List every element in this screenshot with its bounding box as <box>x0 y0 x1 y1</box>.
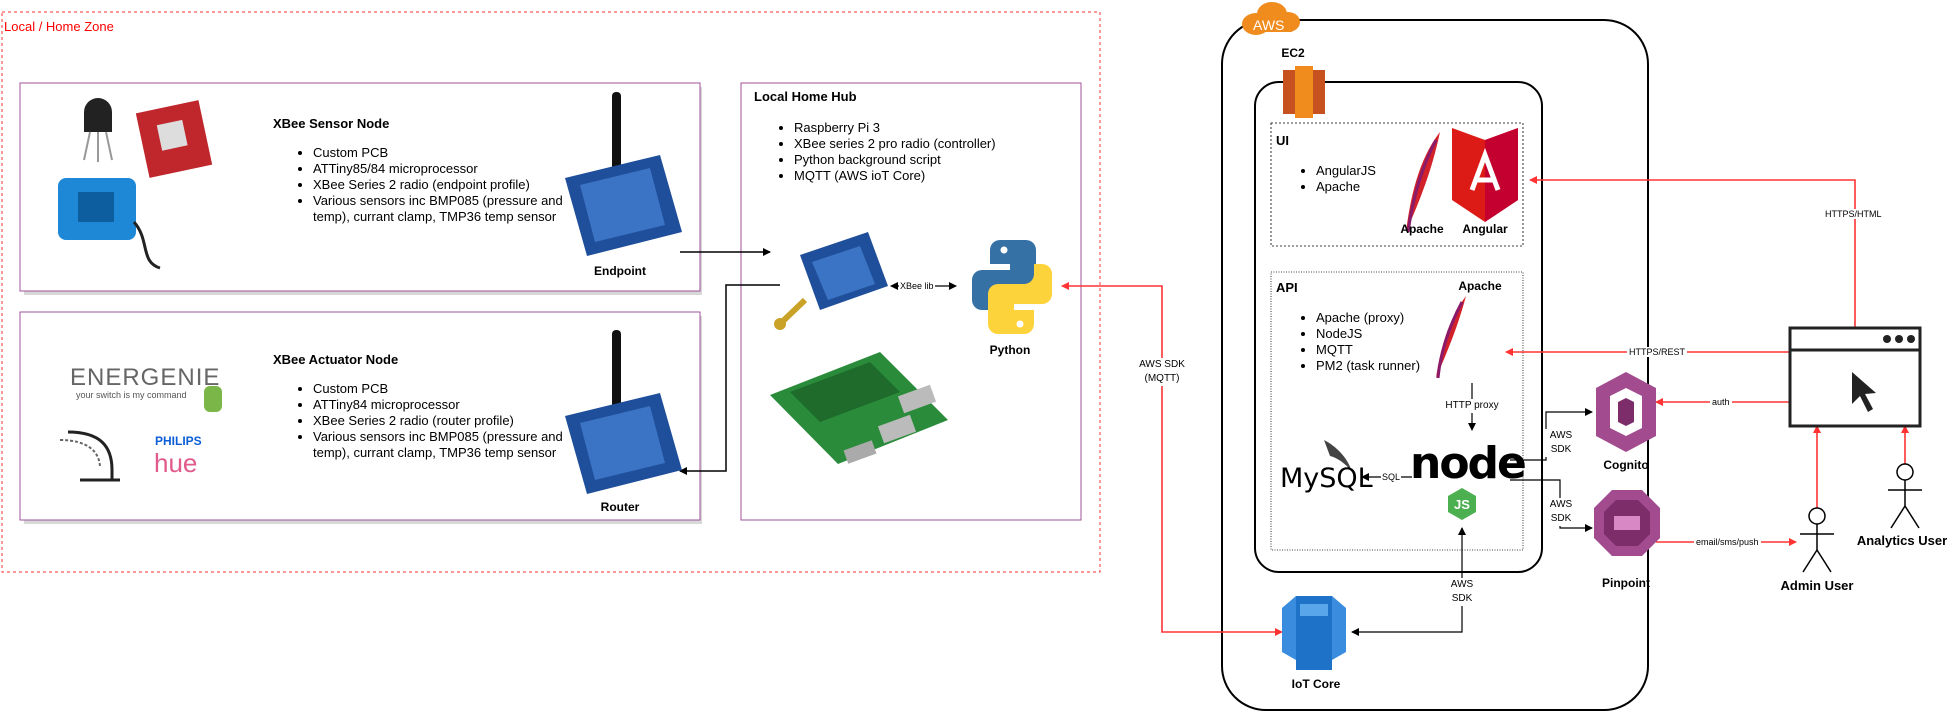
iot-core-icon <box>1282 596 1346 670</box>
angular-logo-icon <box>1452 128 1518 222</box>
actuator-node-item: XBee Series 2 radio (router profile) <box>313 413 583 429</box>
aws-cloud-icon <box>1242 2 1300 35</box>
ui-list: AngularJS Apache <box>1298 163 1426 195</box>
aws-sdk-cognito-line2: SDK <box>1550 444 1572 455</box>
hub-to-router-arrow <box>679 284 780 475</box>
https-html-arrow <box>1529 176 1856 328</box>
https-html-label: HTTPS/HTML <box>1823 209 1884 219</box>
node-iot-arrow <box>1351 527 1466 636</box>
api-item: PM2 (task runner) <box>1316 358 1466 374</box>
bmp085-board-icon <box>135 100 213 178</box>
sensor-node-item: Custom PCB <box>313 145 583 161</box>
aws-sdk-iot-line1: AWS <box>1450 579 1474 590</box>
browser-window-icon <box>1788 326 1922 428</box>
actuator-node-item: Various sensors inc BMP085 (pressure and… <box>313 429 583 461</box>
api-list: Apache (proxy) NodeJS MQTT PM2 (task run… <box>1298 310 1466 374</box>
api-apache-label: Apache <box>1458 279 1502 293</box>
auth-label: auth <box>1710 397 1732 407</box>
api-item: Apache (proxy) <box>1316 310 1466 326</box>
ui-item: AngularJS <box>1316 163 1426 179</box>
pinpoint-icon <box>1594 490 1660 556</box>
ui-box <box>1270 122 1524 247</box>
philips-logo: PHILIPS <box>155 434 202 448</box>
aws-sdk-pinpoint-label: AWS SDK <box>1544 498 1578 526</box>
ui-title: UI <box>1276 133 1289 148</box>
http-proxy-label: HTTP proxy <box>1440 399 1504 413</box>
ec2-icon <box>1283 66 1325 118</box>
apache-feather-ui-icon <box>1406 132 1440 233</box>
actuator-node-list: Custom PCB ATTiny84 microprocessor XBee … <box>295 381 583 461</box>
aws-sdk-pinpoint-line1: AWS <box>1549 499 1573 510</box>
xbee-router-radio-icon <box>565 330 682 494</box>
router-label: Router <box>600 500 640 514</box>
api-item: MQTT <box>1316 342 1466 358</box>
aws-sdk-mqtt-label: AWS SDK (MQTT) <box>1130 358 1194 386</box>
hub-item: Python background script <box>794 152 1084 168</box>
actuator-node-item: ATTiny84 microprocessor <box>313 397 583 413</box>
mysql-logo-text: MySQL <box>1280 463 1373 494</box>
ui-apache-label: Apache <box>1400 222 1444 236</box>
pinpoint-label: Pinpoint <box>1602 576 1650 590</box>
actuator-node-title: XBee Actuator Node <box>273 352 399 367</box>
ec2-label: EC2 <box>1281 46 1305 60</box>
sql-label: SQL <box>1381 472 1402 482</box>
aws-sdk-mqtt-line2: (MQTT) <box>1144 373 1180 384</box>
cognito-icon <box>1596 372 1656 452</box>
sensor-node-list: Custom PCB ATTiny85/84 microprocessor XB… <box>295 145 583 225</box>
iot-core-label: IoT Core <box>1291 677 1341 691</box>
python-label: Python <box>989 343 1031 357</box>
api-title: API <box>1276 280 1298 295</box>
xbee-pro-radio-icon <box>774 232 888 330</box>
aws-badge-label: AWS <box>1253 17 1285 33</box>
aws-sdk-cognito-line1: AWS <box>1549 430 1573 441</box>
endpoint-label: Endpoint <box>594 264 646 278</box>
hub-item: Raspberry Pi 3 <box>794 120 1084 136</box>
ui-item: Apache <box>1316 179 1426 195</box>
aws-sdk-iot-line2: SDK <box>1451 593 1473 604</box>
sensor-node-item: XBee Series 2 radio (endpoint profile) <box>313 177 583 193</box>
current-clamp-icon <box>58 178 161 270</box>
aws-sdk-mqtt-line1: AWS SDK <box>1139 359 1185 370</box>
https-rest-label: HTTPS/REST <box>1627 347 1688 357</box>
sensor-node-item: ATTiny85/84 microprocessor <box>313 161 583 177</box>
admin-user-label: Admin User <box>1780 578 1854 593</box>
energenie-tagline: your switch is my command <box>76 390 187 400</box>
energenie-logo: ENERGENIE <box>70 364 221 391</box>
hue-logo: hue <box>154 448 198 478</box>
email-sms-push-label: email/sms/push <box>1694 537 1761 547</box>
aws-sdk-cognito-label: AWS SDK <box>1544 429 1578 457</box>
aws-sdk-iot-label: AWS SDK <box>1446 578 1478 606</box>
tmp36-sensor-icon <box>83 98 113 162</box>
xbee-lib-label: XBee lib <box>899 281 935 291</box>
nodejs-logo-text: node <box>1410 438 1527 489</box>
local-zone-label: Local / Home Zone <box>4 19 114 34</box>
energenie-hand-icon <box>204 386 222 412</box>
analytics-user-actor-icon <box>1888 463 1922 529</box>
admin-user-actor-icon <box>1800 507 1834 573</box>
nodejs-hex-icon: JS <box>1448 488 1476 520</box>
hub-title: Local Home Hub <box>754 89 857 104</box>
sensor-node-item: Various sensors inc BMP085 (pressure and… <box>313 193 583 225</box>
sensor-node-title: XBee Sensor Node <box>273 116 390 131</box>
python-logo-icon <box>972 240 1052 334</box>
hub-item: MQTT (AWS ioT Core) <box>794 168 1084 184</box>
cognito-label: Cognito <box>1603 458 1649 472</box>
hub-item: XBee series 2 pro radio (controller) <box>794 136 1084 152</box>
raspberry-pi-icon <box>770 352 948 464</box>
api-item: NodeJS <box>1316 326 1466 342</box>
python-iot-red-arrow <box>1061 282 1283 636</box>
mysql-dolphin-icon <box>1324 440 1352 472</box>
angular-label: Angular <box>1462 222 1508 236</box>
apache-feather-api-icon <box>1436 296 1466 379</box>
energenie-socket-icon <box>59 430 120 482</box>
hub-list: Raspberry Pi 3 XBee series 2 pro radio (… <box>776 120 1084 184</box>
analytics-user-label: Analytics User <box>1856 533 1948 548</box>
actuator-node-item: Custom PCB <box>313 381 583 397</box>
aws-sdk-pinpoint-line2: SDK <box>1550 513 1572 524</box>
local-zone-frame <box>1 11 1101 573</box>
xbee-endpoint-radio-icon <box>565 92 682 256</box>
svg-text:JS: JS <box>1454 497 1470 512</box>
